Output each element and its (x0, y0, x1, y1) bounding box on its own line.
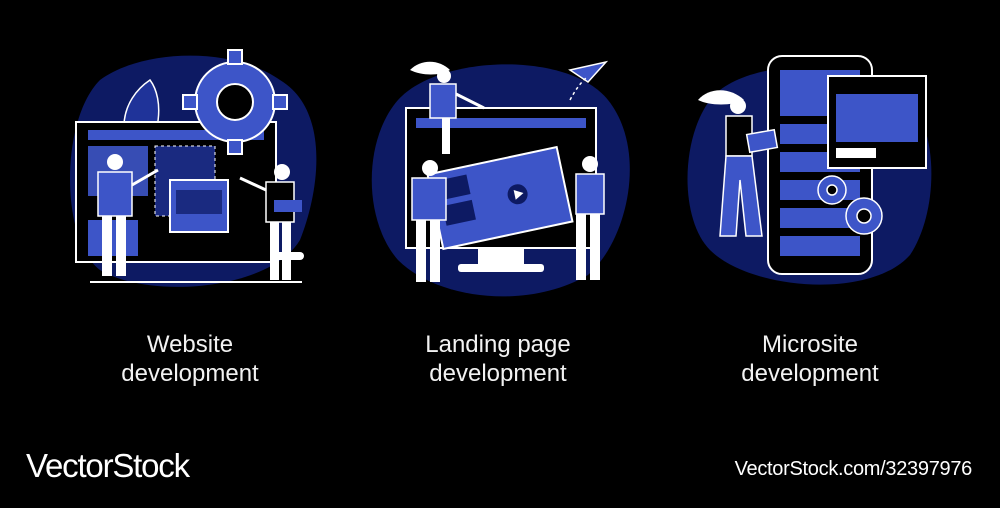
person-figure (698, 90, 779, 237)
microsite-development-illustration (687, 55, 932, 285)
microsite-development-card: Microsite development (650, 0, 970, 440)
gear-icon-secondary (845, 197, 883, 235)
monitor-topbar (88, 130, 264, 140)
microsite-development-caption: Microsite development (650, 330, 970, 388)
person-right-figure (575, 156, 605, 280)
gear-icon (817, 175, 847, 205)
monitor-stand (478, 248, 524, 266)
illustration-stage: Website development (30, 0, 970, 440)
vectorstock-image-id: VectorStock.com/32397976 (734, 458, 973, 480)
landing-page-development-illustration (371, 60, 630, 297)
caption-line-1: Website (146, 331, 234, 358)
tablet-icon (745, 128, 779, 154)
website-development-illustration (70, 49, 317, 287)
caption-line-2: development (121, 360, 259, 387)
person-right-figure (239, 164, 302, 280)
person-top-figure (410, 61, 485, 154)
caption-line-1: Landing page (425, 331, 571, 358)
landing-page-development-card: Landing page development (338, 0, 658, 440)
caption-line-2: development (741, 360, 879, 387)
watermark-footer (0, 440, 1000, 508)
landing-page-development-caption: Landing page development (338, 330, 658, 388)
vectorstock-logo: VectorStock (26, 447, 190, 484)
caption-line-2: development (429, 360, 567, 387)
person-left-figure (411, 160, 447, 282)
website-development-caption: Website development (30, 330, 350, 388)
person-left-figure (97, 154, 159, 276)
caption-line-1: Microsite (761, 331, 858, 358)
gear-icon (182, 49, 288, 155)
website-development-card: Website development (30, 0, 350, 440)
paper-plane-icon (568, 60, 609, 83)
video-panel (426, 145, 574, 251)
